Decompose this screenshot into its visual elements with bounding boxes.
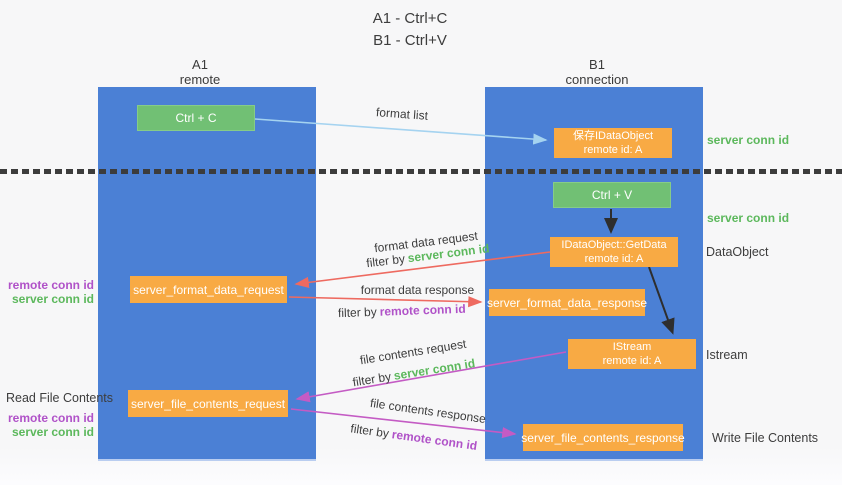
- format-list-arrow-label: format list: [375, 105, 429, 123]
- file-contents-response-arrow-label: file contents response: [369, 395, 487, 427]
- istream-line1: IStream: [612, 341, 652, 353]
- server-file-contents-request-label: server_file_contents_request: [130, 396, 286, 411]
- title-line-1: A1 - Ctrl+C: [372, 10, 448, 27]
- server-file-contents-request-box: server_file_contents_request: [128, 390, 288, 417]
- write-file-contents-annotation: Write File Contents: [712, 431, 819, 445]
- ctrl-c-box: Ctrl + C: [137, 105, 255, 131]
- filter-remote-conn-id: remote conn id: [379, 301, 466, 319]
- diagram-title: A1 - Ctrl+C B1 - Ctrl+V: [320, 8, 500, 52]
- machine-separator-dotted-line: [0, 169, 842, 174]
- filter-by-text: filter by: [349, 421, 390, 441]
- left-conn-id-annotations-top: remote conn id server conn id: [2, 278, 94, 306]
- server-format-data-request-label: server_format_data_request: [133, 282, 284, 297]
- lane-header-b1: B1 connection: [527, 57, 667, 87]
- server-conn-id-annotation-left-top: server conn id: [11, 292, 94, 306]
- lane-header-a1: A1 remote: [130, 57, 270, 87]
- format-data-response-arrow-label: format data response: [360, 283, 475, 297]
- istream-box: IStream remote id: A: [568, 339, 696, 369]
- idataobject-getdata-line2: remote id: A: [584, 253, 644, 265]
- ctrl-c-label: Ctrl + C: [175, 111, 217, 125]
- server-conn-id-annotation-top: server conn id: [707, 133, 790, 147]
- ctrl-v-box: Ctrl + V: [553, 182, 671, 208]
- server-file-contents-response-box: server_file_contents_response: [521, 424, 685, 451]
- ctrl-v-label: Ctrl + V: [591, 188, 633, 202]
- read-file-contents-annotation: Read File Contents: [6, 391, 114, 405]
- dataobject-annotation: DataObject: [706, 245, 769, 259]
- istream-annotation: Istream: [706, 348, 748, 362]
- server-format-data-response-box: server_format_data_response: [486, 289, 648, 316]
- server-conn-id-annotation-mid: server conn id: [707, 211, 790, 225]
- file-contents-response-filter-label: filter byremote conn id: [349, 421, 479, 454]
- istream-line2: remote id: A: [602, 355, 662, 367]
- save-idataobject-line2: remote id: A: [583, 144, 643, 156]
- lane-b1-name: B1: [589, 57, 605, 72]
- lane-a1-name: A1: [192, 57, 208, 72]
- idataobject-getdata-box: IDataObject::GetData remote id: A: [550, 237, 678, 267]
- filter-by-text: filter by: [351, 369, 393, 390]
- idataobject-getdata-line1: IDataObject::GetData: [561, 239, 667, 251]
- lane-a1-role: remote: [179, 72, 221, 87]
- filter-by-text: filter by: [337, 304, 377, 321]
- remote-conn-id-annotation-bottom: remote conn id: [7, 411, 94, 425]
- save-idataobject-box: 保存IDataObject remote id: A: [554, 128, 672, 158]
- lane-b1-role: connection: [565, 72, 629, 87]
- save-idataobject-line1: 保存IDataObject: [572, 130, 654, 142]
- server-format-data-response-label: server_format_data_response: [486, 295, 648, 310]
- left-conn-id-annotations-bottom: remote conn id server conn id: [2, 411, 94, 439]
- title-line-2: B1 - Ctrl+V: [373, 32, 447, 49]
- server-conn-id-annotation-left-bottom: server conn id: [11, 425, 94, 439]
- server-format-data-request-box: server_format_data_request: [130, 276, 287, 303]
- filter-remote-conn-id: remote conn id: [390, 427, 479, 454]
- server-file-contents-response-label: server_file_contents_response: [521, 430, 685, 445]
- remote-conn-id-annotation-top: remote conn id: [7, 278, 94, 292]
